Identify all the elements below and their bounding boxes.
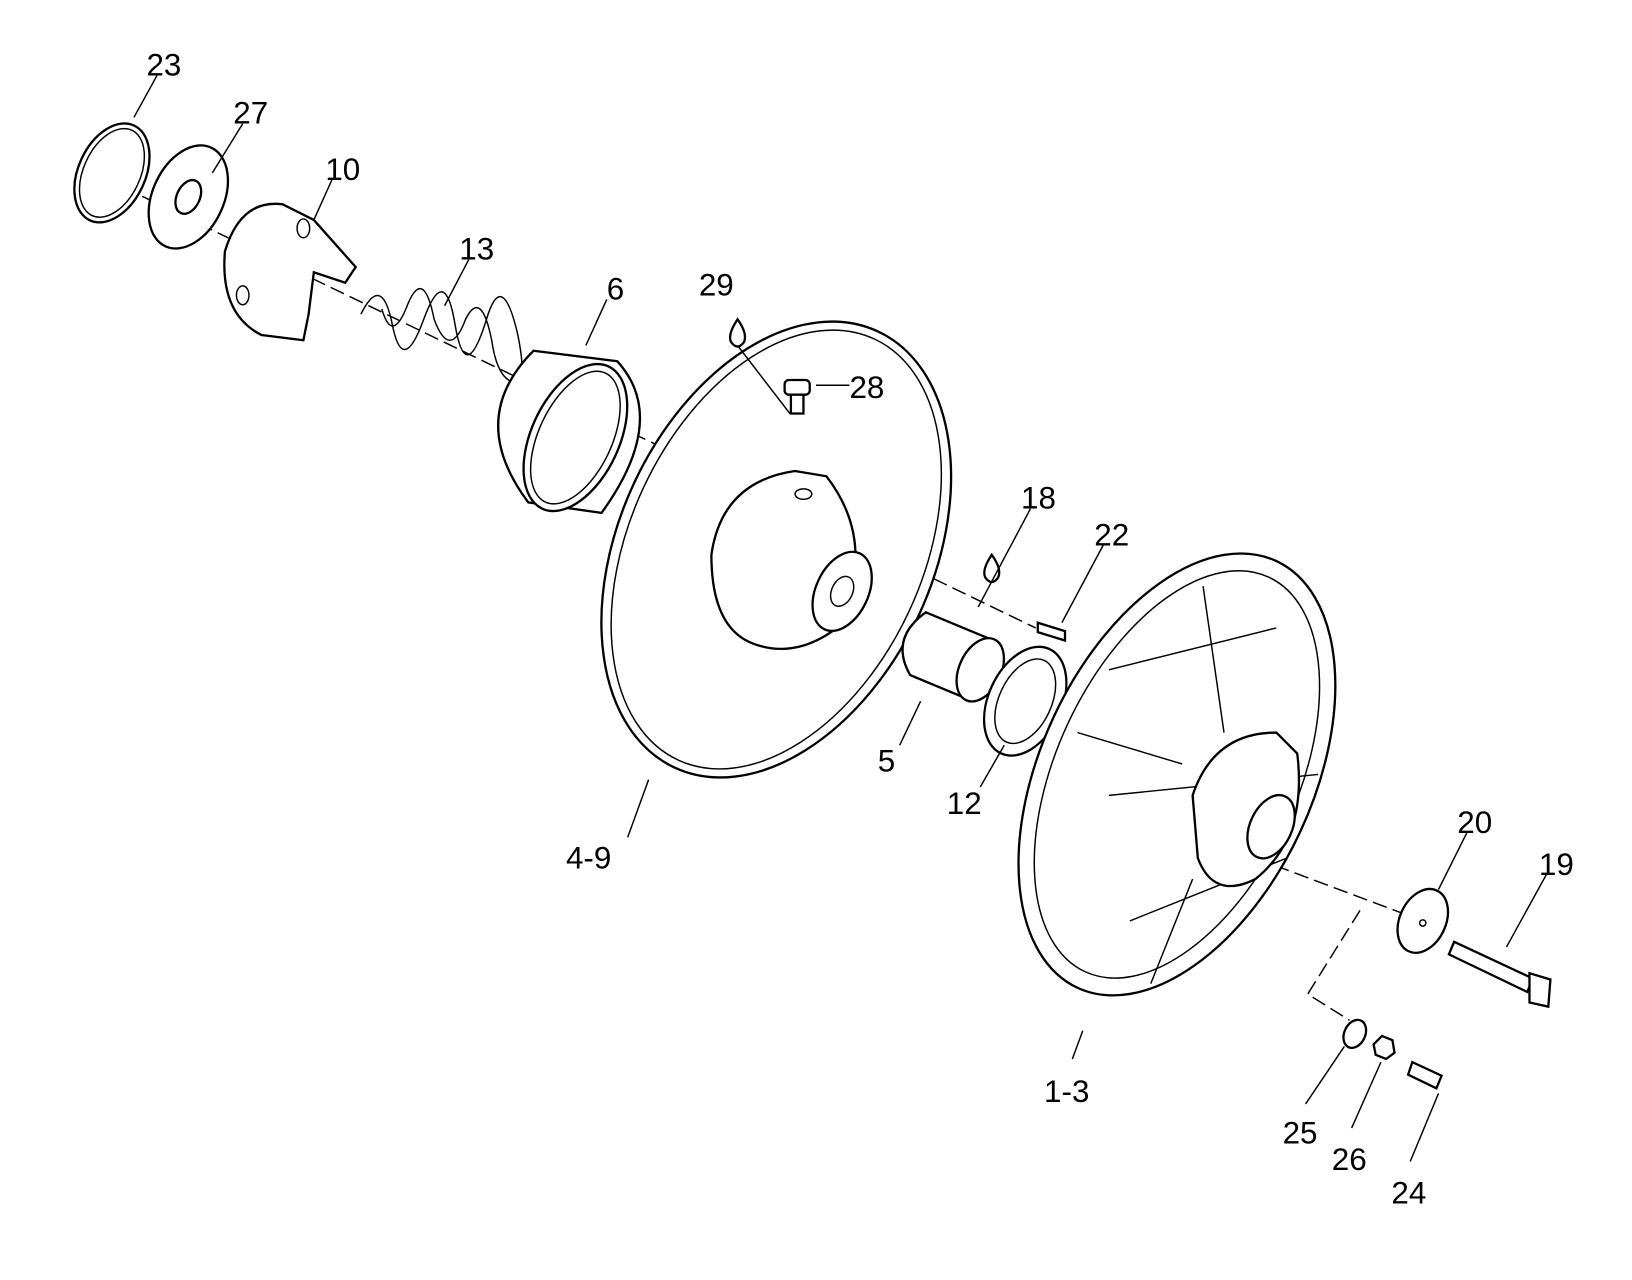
callout-10: 10 — [325, 152, 360, 187]
callout-29: 29 — [699, 267, 734, 302]
callout-23: 23 — [146, 48, 181, 83]
axis-line-branch — [1306, 910, 1361, 1021]
callout-28: 28 — [849, 370, 884, 405]
callout-20: 20 — [1457, 805, 1492, 840]
callout-6: 6 — [607, 271, 624, 306]
part-22-key — [1036, 621, 1067, 643]
callout-18: 18 — [1021, 481, 1056, 516]
callout-13: 13 — [459, 232, 494, 267]
callout-4-9: 4-9 — [566, 841, 611, 876]
callout-19: 19 — [1539, 847, 1574, 882]
callout-12: 12 — [947, 786, 982, 821]
part-5-bushing — [901, 610, 1006, 703]
axis-line-lower — [1255, 857, 1424, 922]
part-29-lubricant-drop-icon — [728, 317, 747, 348]
part-26-nut — [1372, 1034, 1396, 1061]
callout-27: 27 — [233, 96, 268, 131]
leader-lines — [133, 75, 1547, 1162]
part-18-lubricant-drop-icon — [983, 552, 1001, 584]
part-4-9-fixed-sheave — [600, 320, 953, 779]
callout-24: 24 — [1391, 1175, 1426, 1210]
part-24-screw — [1406, 1060, 1444, 1090]
part-28-screw — [783, 378, 811, 415]
part-27-washer — [147, 144, 230, 250]
part-19-bolt — [1447, 940, 1552, 1009]
part-25-washer — [1342, 1018, 1368, 1050]
callout-22: 22 — [1094, 517, 1129, 552]
part-12-washer — [982, 645, 1068, 757]
part-23-circlip — [73, 122, 151, 224]
callout-5: 5 — [878, 743, 895, 778]
part-10-cam — [223, 202, 358, 342]
part-20-washer — [1396, 887, 1450, 954]
part-1-3-movable-sheave — [1017, 552, 1337, 997]
part-13-spring — [360, 287, 523, 384]
callout-25: 25 — [1283, 1116, 1318, 1151]
callout-26: 26 — [1332, 1142, 1367, 1177]
callout-1-3: 1-3 — [1044, 1074, 1089, 1109]
part-6-ring — [497, 349, 642, 515]
